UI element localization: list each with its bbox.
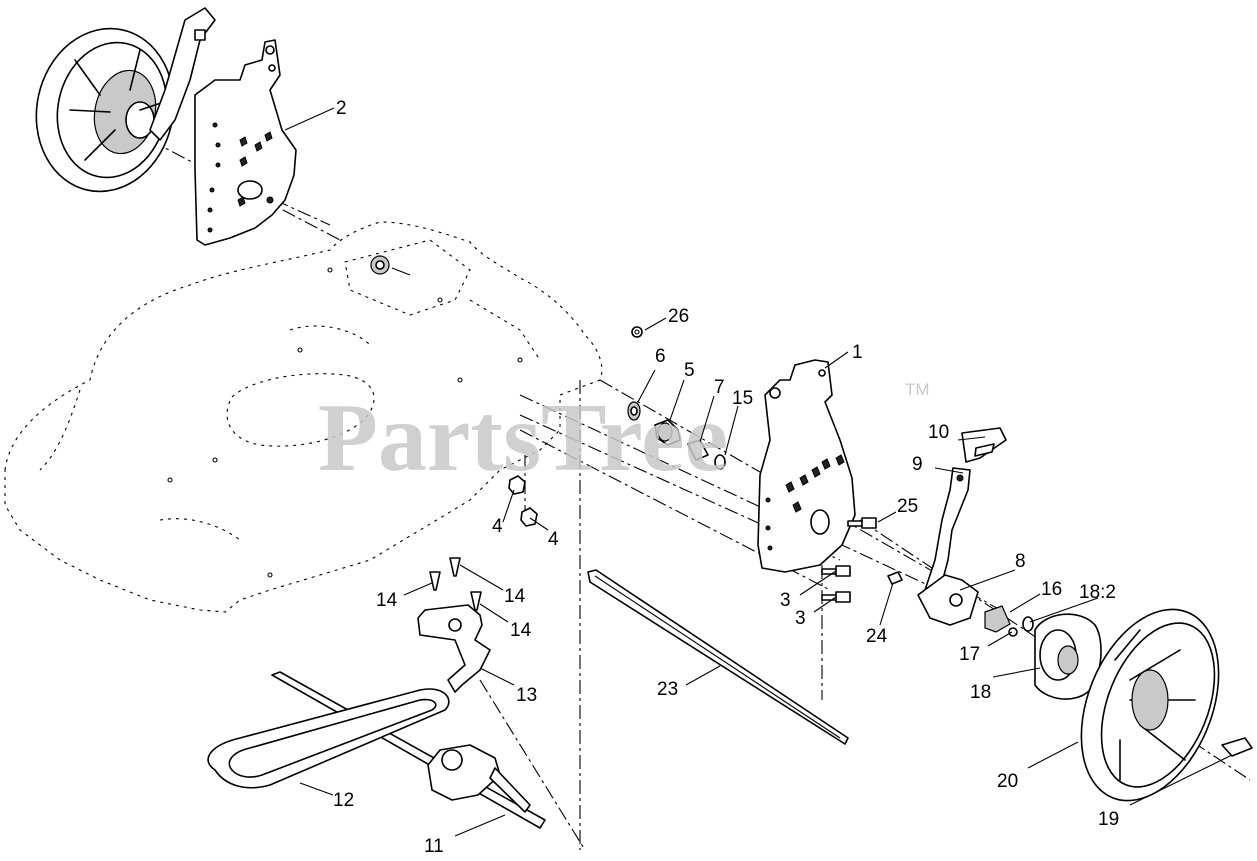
callout-26: 26 xyxy=(668,306,689,327)
callout-25: 25 xyxy=(897,496,918,517)
callout-19: 19 xyxy=(1098,809,1119,830)
callout-14a: 14 xyxy=(376,590,398,611)
height-lever xyxy=(924,427,1007,601)
nuts-4 xyxy=(508,475,538,527)
callout-18-2: 18:2 xyxy=(1079,582,1116,603)
callout-4b: 4 xyxy=(548,529,559,550)
callout-12: 12 xyxy=(333,790,354,811)
callout-1: 1 xyxy=(852,342,863,363)
lever-plate xyxy=(917,574,1034,637)
transmission-bracket xyxy=(417,557,491,693)
callout-11: 11 xyxy=(424,836,444,857)
callout-13: 13 xyxy=(516,685,537,706)
callout-14c: 14 xyxy=(510,620,532,641)
drive-rod xyxy=(587,569,849,745)
wheel-hub xyxy=(1034,613,1102,700)
callout-20: 20 xyxy=(997,771,1018,792)
callout-6: 6 xyxy=(655,346,666,367)
callout-4a: 4 xyxy=(492,516,503,537)
watermark-trademark: TM xyxy=(905,380,930,399)
wheel-upper-left xyxy=(35,7,216,193)
wheel-lower-right xyxy=(1080,608,1253,802)
bolts xyxy=(821,517,903,603)
callout-8: 8 xyxy=(1015,551,1026,572)
callout-2: 2 xyxy=(336,98,347,119)
callout-9: 9 xyxy=(912,454,923,475)
callout-16: 16 xyxy=(1041,579,1062,600)
axle-hardware xyxy=(627,326,726,470)
callout-23: 23 xyxy=(657,679,678,700)
callout-15: 15 xyxy=(732,388,753,409)
callout-7: 7 xyxy=(714,377,725,398)
mower-deck xyxy=(4,221,603,613)
leader-lines xyxy=(284,107,1233,837)
callout-labels: 2 1 26 6 5 7 15 10 9 8 16 18:2 17 18 20 … xyxy=(333,98,1119,857)
height-bracket-left xyxy=(194,39,297,246)
callout-5: 5 xyxy=(684,360,695,381)
watermark-brand: PartsTree xyxy=(318,384,728,492)
callout-18: 18 xyxy=(970,682,991,703)
callout-14b: 14 xyxy=(504,586,526,607)
watermark: PartsTree TM xyxy=(318,380,930,492)
callout-24: 24 xyxy=(866,626,888,647)
callout-17: 17 xyxy=(959,644,980,665)
height-bracket-right xyxy=(757,359,856,573)
callout-10: 10 xyxy=(928,422,949,443)
callout-3a: 3 xyxy=(780,590,791,611)
callout-3b: 3 xyxy=(795,608,806,629)
transmission xyxy=(207,671,546,829)
